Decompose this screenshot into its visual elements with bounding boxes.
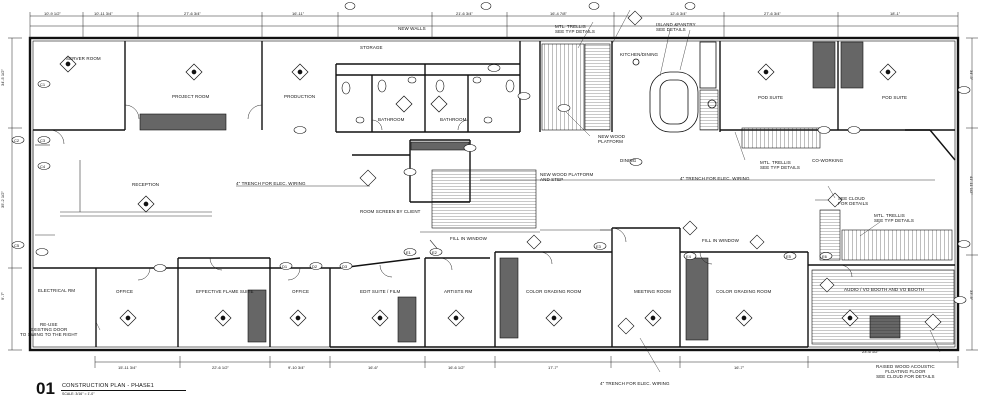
tag-label-e6: E6 (822, 254, 827, 259)
note-new-wood-platform: NEW WOOD PLATFORM (598, 134, 626, 144)
dimension-left-3: 9'-7" (0, 292, 5, 300)
dimension-top-6: 16'-4 7/8" (550, 11, 567, 16)
note-dining: DINING (620, 158, 637, 163)
room-label-bathroom-2: BATHROOM (440, 117, 467, 122)
room-label-pod-suite-1: POD SUITE (758, 95, 784, 100)
note-trench-elec-3: 4" TRENCH FOR ELEC. WIRING (600, 381, 670, 386)
note-trench-elec-1: 4" TRENCH FOR ELEC. WIRING (236, 181, 306, 186)
tag-label-e2: E2 (432, 250, 437, 255)
note-relocated-door: RE-USE EXISTING DOOR TO SWING TO THE RIG… (20, 322, 78, 337)
note-room-screen: ROOM SCREEN BY CLIENT (360, 209, 421, 214)
room-label-color-grading-2: COLOR GRADING ROOM (716, 289, 772, 294)
kitchen-island (632, 41, 717, 133)
room-label-artists-rm: ARTISTS RM (444, 289, 473, 294)
room-label-meeting-room: MEETING ROOM (634, 289, 671, 294)
dimension-right-2: 41'-11 1/2" (969, 176, 974, 195)
room-label-edit-suite: EDIT SUITE / FILM (360, 289, 401, 294)
tag-label-d1: D1 (282, 264, 288, 269)
note-mtl-trellis-top: MTL. TRELLIS SEE TYP DETAILS (555, 24, 596, 34)
note-mtl-trellis-mid: MTL. TRELLIS SEE TYP DETAILS (760, 160, 801, 170)
room-label-effective-flame-suite: EFFECTIVE FLAME SUITE (196, 289, 254, 294)
tag-label-c3: C3 (40, 138, 46, 143)
note-see-cloud: SEE CLOUD FOR DETAILS (838, 196, 869, 206)
room-label-bathroom-1: BATHROOM (378, 117, 405, 122)
interior-walls (33, 41, 956, 348)
casework-fixtures (139, 41, 901, 343)
dimension-left-1: 34'-5 1/2" (0, 69, 5, 86)
leader-lines (95, 9, 941, 373)
dimension-bottom-2: 22'-6 1/2" (212, 365, 229, 370)
dimension-bottom-7: 16'-7" (734, 365, 745, 370)
door-swings (49, 104, 853, 281)
secondary-lines (32, 130, 935, 268)
note-island-pantry: ISLAND &PANTRY SEE DETAILS (656, 22, 696, 32)
room-label-kitchen-dining: KITCHEN/DINING (620, 52, 659, 57)
dimension-top-8: 27'-6 3/4" (764, 11, 781, 16)
dimension-top-3: 27'-6 3/4" (184, 11, 201, 16)
dimension-left-2: 35'-2 1/2" (0, 191, 5, 208)
tag-label-e5: E5 (786, 254, 791, 259)
tag-label-c2: C2 (14, 138, 20, 143)
drawing-scale: SCALE: 3/16" = 1'-0" (62, 392, 95, 396)
room-label-office-2: OFFICE (292, 289, 310, 294)
room-label-reception: RECEPTION (132, 182, 160, 187)
dimension-top-9: 18'-1" (890, 11, 901, 16)
tag-label-c4: C4 (40, 164, 46, 169)
platforms-stairs (431, 43, 955, 345)
room-label-color-grading: COLOR GRADING ROOM (526, 289, 582, 294)
note-co-working: CO-WORKING (812, 158, 844, 163)
note-mtl-trellis-right: MTL. TRELLIS SEE TYP DETAILS (874, 213, 915, 223)
tag-label-e1: E1 (406, 250, 411, 255)
note-new-wood-platform-step: NEW WOOD PLATFORM AND STEP (540, 172, 594, 182)
drawing-number: 01 (36, 379, 55, 398)
dimension-right-1: 34'-5" (969, 70, 974, 81)
note-new-walls: NEW WALLS (398, 26, 426, 31)
room-label-production: PRODUCTION (284, 94, 316, 99)
dimension-top-5: 21'-6 3/4" (456, 11, 473, 16)
dimension-top-2: 10'-11 3/4" (94, 11, 113, 16)
dimension-bottom-3: 9'-10 3/4" (288, 365, 305, 370)
room-label-pod-suite-2: POD SUITE (882, 95, 908, 100)
dimension-top-1: 10'-9 1/2" (44, 11, 61, 16)
dimension-bottom-8: 23'-6 1/2" (862, 349, 879, 354)
light-fixtures (59, 55, 897, 327)
tag-markers (11, 2, 971, 335)
dimension-bottom-4: 16'-6" (368, 365, 379, 370)
title-underline (61, 390, 186, 391)
note-fill-in-window-2: FILL IN WINDOW (702, 238, 739, 243)
plumbing-fixtures (341, 76, 515, 124)
drawing-title: CONSTRUCTION PLAN - PHASE1 (62, 383, 154, 389)
tag-label-c1: C1 (40, 82, 46, 87)
dimension-lines (8, 12, 978, 368)
dimension-bottom-1: 15'-11 3/4" (118, 365, 137, 370)
dimension-bottom-6: 17'-7" (548, 365, 559, 370)
room-label-storage: STORAGE (360, 45, 383, 50)
room-label-electrical-rm: ELECTRICAL RM (38, 288, 76, 293)
dimension-top-7: 12'-6 3/4" (670, 11, 687, 16)
tag-label-e4: E4 (686, 254, 691, 259)
room-label-project-room: PROJECT ROOM (172, 94, 210, 99)
dimension-bottom-5: 16'-6 1/2" (448, 365, 465, 370)
room-label-server-room: SERVER ROOM (66, 56, 101, 61)
dimension-right-3: 33'-9" (969, 290, 974, 301)
note-trench-elec-2: 4" TRENCH FOR ELEC. WIRING (680, 176, 750, 181)
room-label-office-1: OFFICE (116, 289, 134, 294)
tag-label-d2: D2 (312, 264, 318, 269)
note-fill-in-window-1: FILL IN WINDOW (450, 236, 487, 241)
note-wood-acoustic: RAISED WOOD ACOUSTIC FLOATING FLOOR SEE … (876, 364, 935, 379)
tag-label-e3: E3 (596, 244, 601, 249)
dimension-top-4: 16'-11" (292, 11, 305, 16)
tag-label-c5: C5 (14, 243, 20, 248)
room-label-audio-booth: AUDIO / VO BOOTH AND VO BOOTH (844, 287, 925, 292)
tag-label-d3: D3 (342, 264, 348, 269)
